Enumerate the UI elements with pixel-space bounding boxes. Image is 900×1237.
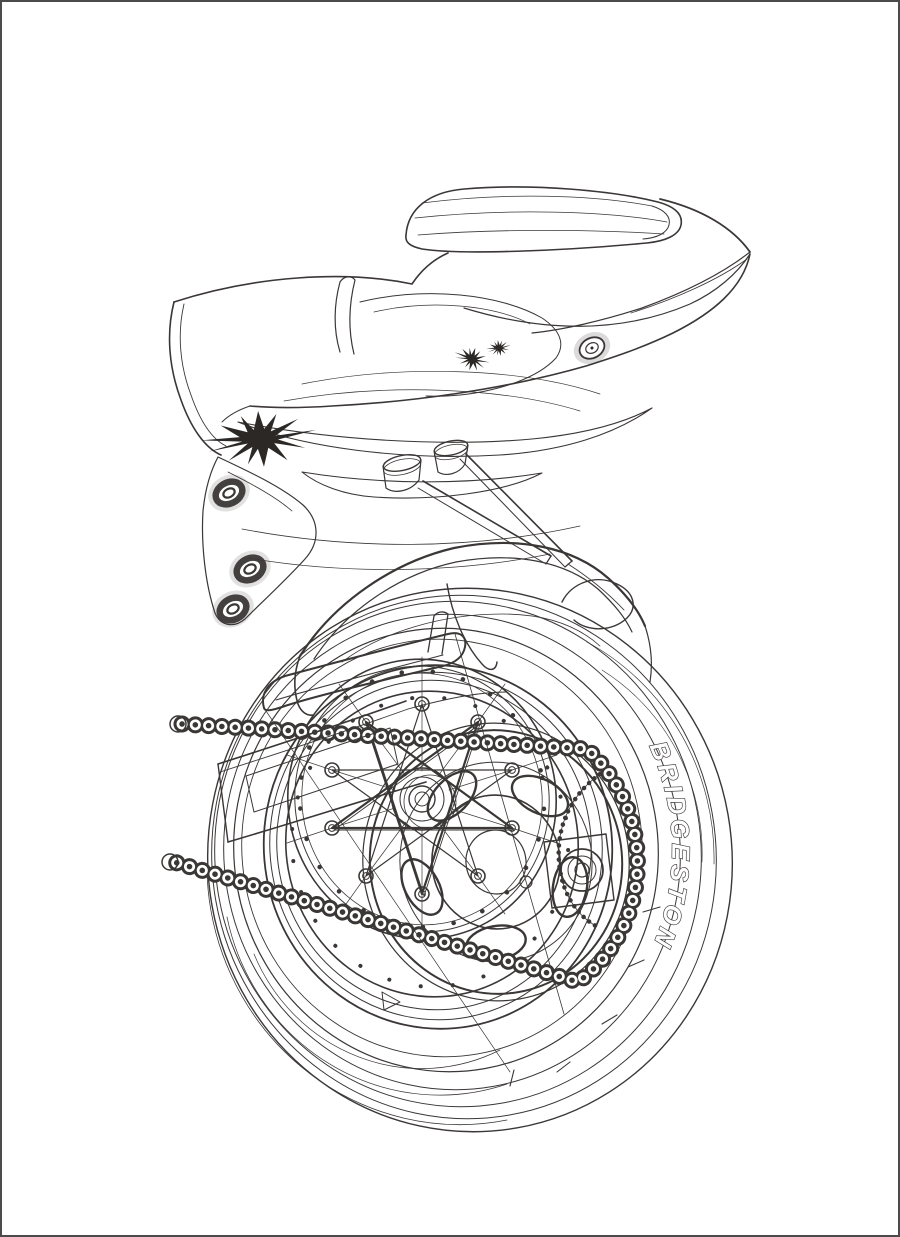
starburst-tiny bbox=[484, 337, 513, 359]
starburst-small bbox=[451, 343, 493, 375]
fastener-emblem bbox=[573, 332, 611, 364]
chain-guard bbox=[262, 632, 467, 712]
tire-tread-ticks bbox=[509, 906, 661, 1087]
grommet bbox=[208, 474, 250, 513]
tail-bracket bbox=[201, 456, 317, 629]
rear-tire: BRIDGESTONE bbox=[2, 2, 734, 1133]
frame-chords bbox=[263, 633, 565, 1073]
rear-fender bbox=[294, 541, 652, 716]
starburst-large bbox=[198, 405, 320, 473]
grommet bbox=[212, 590, 254, 629]
rear-sprocket bbox=[362, 722, 630, 1002]
subframe-struts bbox=[382, 439, 625, 611]
seat-cowl-hump bbox=[405, 186, 683, 253]
drive-chain bbox=[161, 715, 646, 992]
grommet bbox=[229, 550, 271, 589]
swingarm bbox=[217, 632, 508, 843]
axle-adjuster-block bbox=[519, 833, 615, 909]
tail-bodywork bbox=[168, 186, 751, 570]
